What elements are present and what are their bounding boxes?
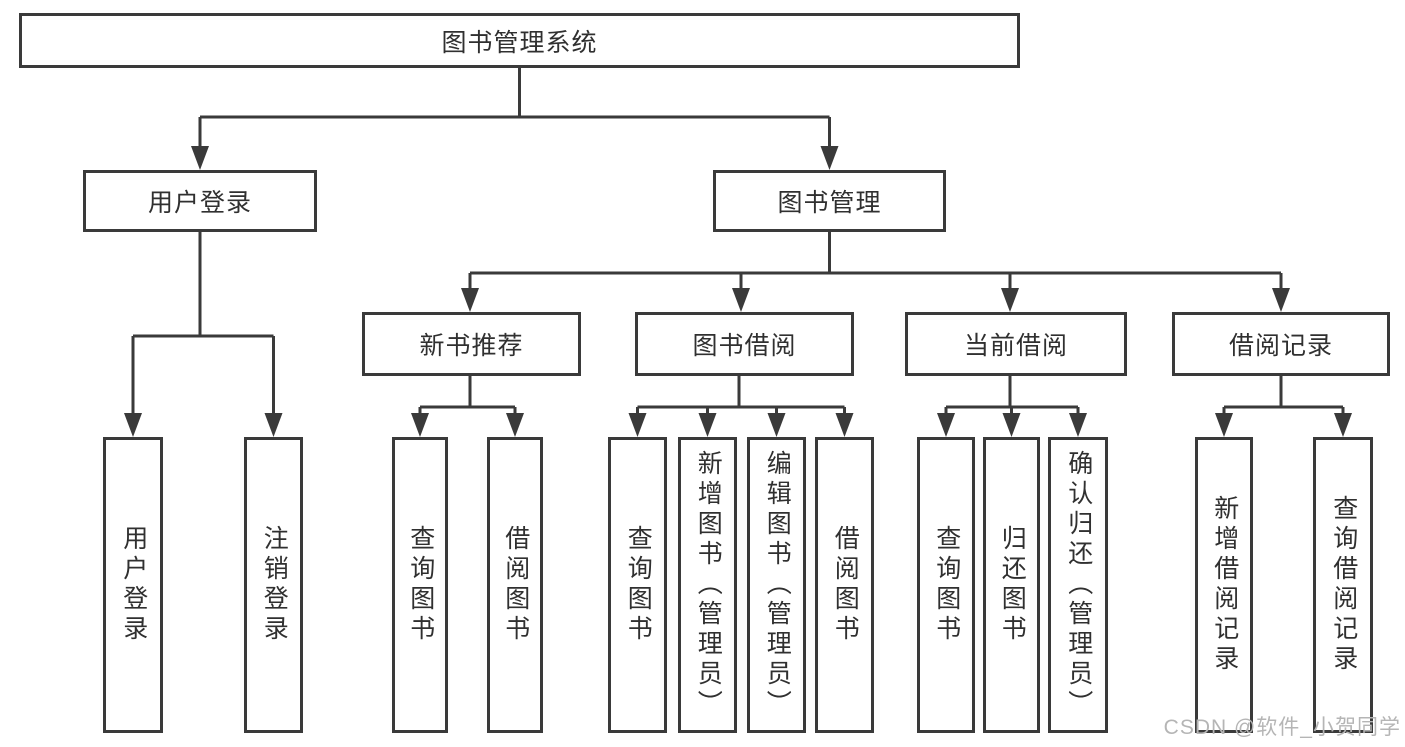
leaf-newbooks-borrow-books: 借阅图书 — [487, 437, 543, 733]
node-label: 编辑图书（管理员） — [763, 450, 792, 720]
node-label: 新书推荐 — [419, 332, 524, 360]
node-label: 借阅图书 — [831, 525, 860, 645]
node-label: 图书管理 — [777, 189, 882, 217]
node-label: 用户登录 — [147, 189, 252, 217]
leaf-logout: 注销登录 — [244, 437, 303, 733]
node-label: 新增借阅记录 — [1210, 495, 1239, 675]
node-label: 图书管理系统 — [441, 28, 598, 57]
leaf-current-return-books: 归还图书 — [983, 437, 1040, 733]
node-label: 借阅图书 — [501, 525, 530, 645]
leaf-current-query-books: 查询图书 — [917, 437, 975, 733]
node-current-borrowing: 当前借阅 — [905, 312, 1127, 376]
node-label: 新增图书（管理员） — [694, 450, 723, 720]
leaf-newbooks-query-books: 查询图书 — [392, 437, 448, 733]
node-label: 图书借阅 — [692, 332, 797, 360]
node-label: 归还图书 — [998, 525, 1027, 645]
leaf-borrowing-add-books-admin: 新增图书（管理员） — [678, 437, 737, 733]
node-book-borrowing: 图书借阅 — [635, 312, 854, 376]
node-library-management-system: 图书管理系统 — [19, 13, 1020, 68]
node-book-management: 图书管理 — [713, 170, 946, 232]
node-label: 注销登录 — [260, 525, 289, 645]
leaf-records-add-borrow-record: 新增借阅记录 — [1195, 437, 1253, 733]
node-label: 查询图书 — [624, 525, 653, 645]
node-label: 用户登录 — [119, 525, 148, 645]
leaf-records-query-borrow-record: 查询借阅记录 — [1313, 437, 1373, 733]
node-label: 当前借阅 — [963, 332, 1068, 360]
node-borrowing-records: 借阅记录 — [1172, 312, 1390, 376]
node-label: 查询图书 — [932, 525, 961, 645]
leaf-borrowing-edit-books-admin: 编辑图书（管理员） — [747, 437, 806, 733]
leaf-borrowing-borrow-books: 借阅图书 — [815, 437, 874, 733]
node-user-login: 用户登录 — [83, 170, 317, 232]
node-label: 查询图书 — [406, 525, 435, 645]
node-label: 借阅记录 — [1228, 332, 1333, 360]
leaf-borrowing-query-books: 查询图书 — [608, 437, 667, 733]
node-label: 确认归还（管理员） — [1064, 450, 1093, 720]
leaf-user-login: 用户登录 — [103, 437, 163, 733]
node-label: 查询借阅记录 — [1329, 495, 1358, 675]
node-new-book-recommendation: 新书推荐 — [362, 312, 581, 376]
leaf-current-confirm-return-admin: 确认归还（管理员） — [1048, 437, 1108, 733]
